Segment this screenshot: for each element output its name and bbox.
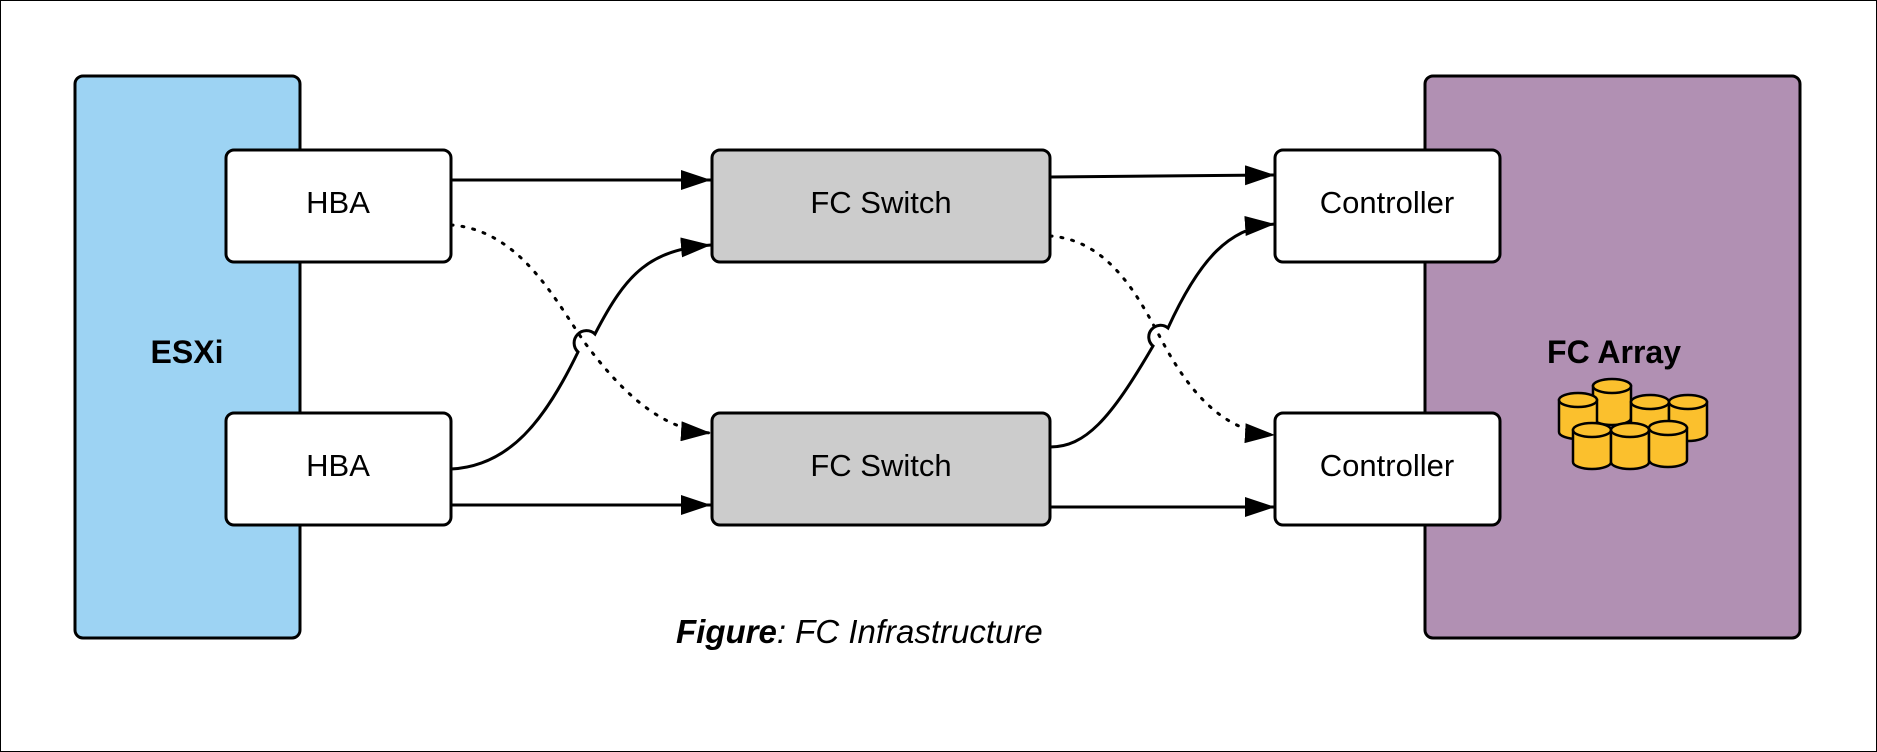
link-switch-bottom-to-controller-top <box>1049 216 1276 449</box>
link-hba-top-to-switch-bottom-dotted <box>449 223 713 442</box>
hba-top-label: HBA <box>306 185 370 220</box>
link-hba-bottom-to-switch-top <box>450 237 712 471</box>
controller-bottom <box>1273 411 1502 527</box>
disk-cylinder <box>1609 421 1651 471</box>
fc-switch-bottom <box>710 411 1052 527</box>
esxi-label: ESXi <box>151 334 224 370</box>
figure-caption: Figure: FC Infrastructure <box>676 613 1043 650</box>
storage-disks-icon <box>1557 377 1709 471</box>
hba-top <box>224 148 453 264</box>
controller-top-label: Controller <box>1320 185 1454 220</box>
link-switch-top-to-controller-top <box>1049 165 1276 186</box>
figure-caption-bold: Figure <box>676 613 777 650</box>
disk-cylinder <box>1647 419 1689 469</box>
disk-cylinder <box>1571 421 1613 471</box>
fc-switch-top-label: FC Switch <box>810 185 951 220</box>
figure-caption-text: : FC Infrastructure <box>777 613 1043 650</box>
hba-bottom <box>224 411 453 527</box>
connections <box>449 165 1277 517</box>
fc-array-label: FC Array <box>1547 334 1681 370</box>
fc-switch-bottom-label: FC Switch <box>810 448 951 483</box>
hba-bottom-label: HBA <box>306 448 370 483</box>
fc-switch-top <box>710 148 1052 264</box>
link-switch-top-to-controller-bottom-dotted <box>1048 234 1277 444</box>
controller-top <box>1273 148 1502 264</box>
controller-bottom-label: Controller <box>1320 448 1454 483</box>
disk-cylinder <box>1591 377 1633 427</box>
fc-array <box>1423 74 1802 640</box>
